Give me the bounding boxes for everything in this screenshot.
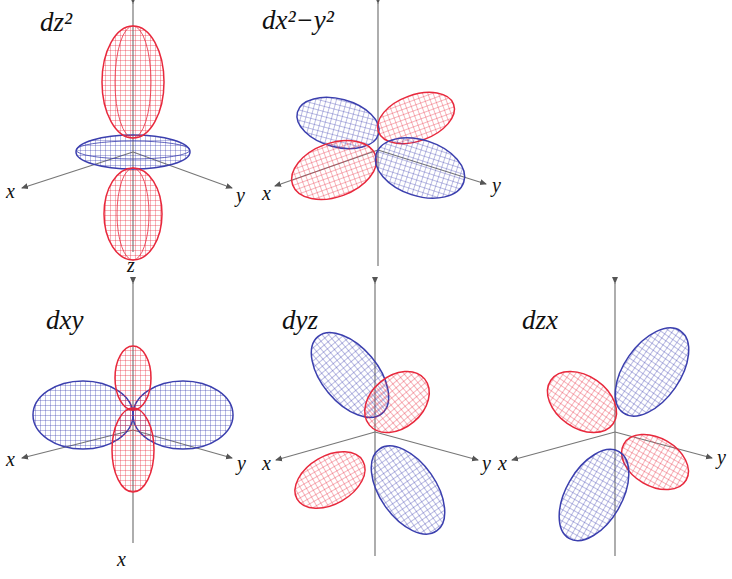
dzx-orbital <box>512 283 712 556</box>
dyz-orbital <box>276 283 478 556</box>
axis-label: y <box>237 452 246 474</box>
axis-label: y <box>717 446 726 468</box>
dx2-y2-orbital <box>275 3 486 266</box>
axis-label: x <box>262 452 271 474</box>
axis-label: y <box>236 184 245 206</box>
axis-label: x <box>6 448 15 470</box>
dz2-orbital <box>22 3 232 260</box>
axis-label: x <box>6 180 15 202</box>
axis-label: x <box>498 452 507 474</box>
axis-label: y <box>492 174 501 196</box>
orbital-name: dzx <box>522 306 558 336</box>
dxy-orbital <box>22 283 233 543</box>
axis-label: z <box>127 254 135 276</box>
axis-label: x <box>262 182 271 204</box>
axis-label: x <box>117 548 126 570</box>
orbital-name: dx²−y² <box>262 6 334 36</box>
orbital-name: dyz <box>282 306 318 336</box>
orbital-name: dz² <box>40 8 72 38</box>
axis-label: y <box>482 452 491 474</box>
orbital-name: dxy <box>46 306 83 336</box>
